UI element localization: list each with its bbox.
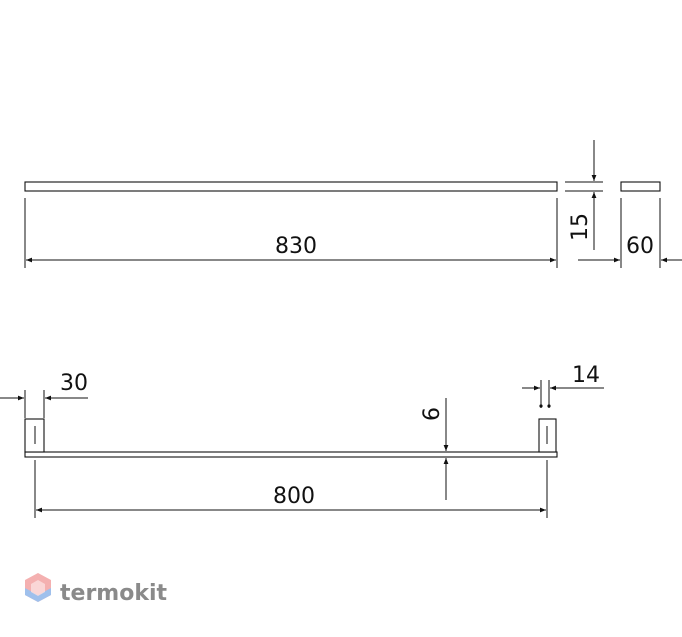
point-marker <box>547 404 551 408</box>
dimension-label-830: 830 <box>275 234 317 259</box>
bar-front-view <box>24 451 558 458</box>
dimension-label-14: 14 <box>572 363 600 388</box>
bar-gap-dimension: 6 <box>420 398 449 500</box>
top-view: 830 <box>24 181 558 268</box>
mount-spacing-dimension: 800 <box>34 460 548 518</box>
mount-width-dimension: 30 <box>0 371 88 418</box>
bar-top-view <box>24 181 558 192</box>
hexagon-icon <box>25 573 51 602</box>
front-view <box>24 418 558 458</box>
bar-end-view <box>620 181 661 192</box>
thickness-dimension: 15 <box>565 140 603 250</box>
dimension-label-15: 15 <box>568 213 593 241</box>
brand-name: termokit <box>60 581 167 606</box>
dimension-label-30: 30 <box>60 371 88 396</box>
mount-depth-dimension: 14 <box>522 363 604 408</box>
dimension-label-60: 60 <box>626 234 654 259</box>
point-marker <box>539 404 543 408</box>
depth-dimension: 60 <box>578 181 682 268</box>
dimension-label-6: 6 <box>420 407 445 421</box>
dimension-label-800: 800 <box>273 484 315 509</box>
termokit-logo: termokit <box>25 573 167 606</box>
